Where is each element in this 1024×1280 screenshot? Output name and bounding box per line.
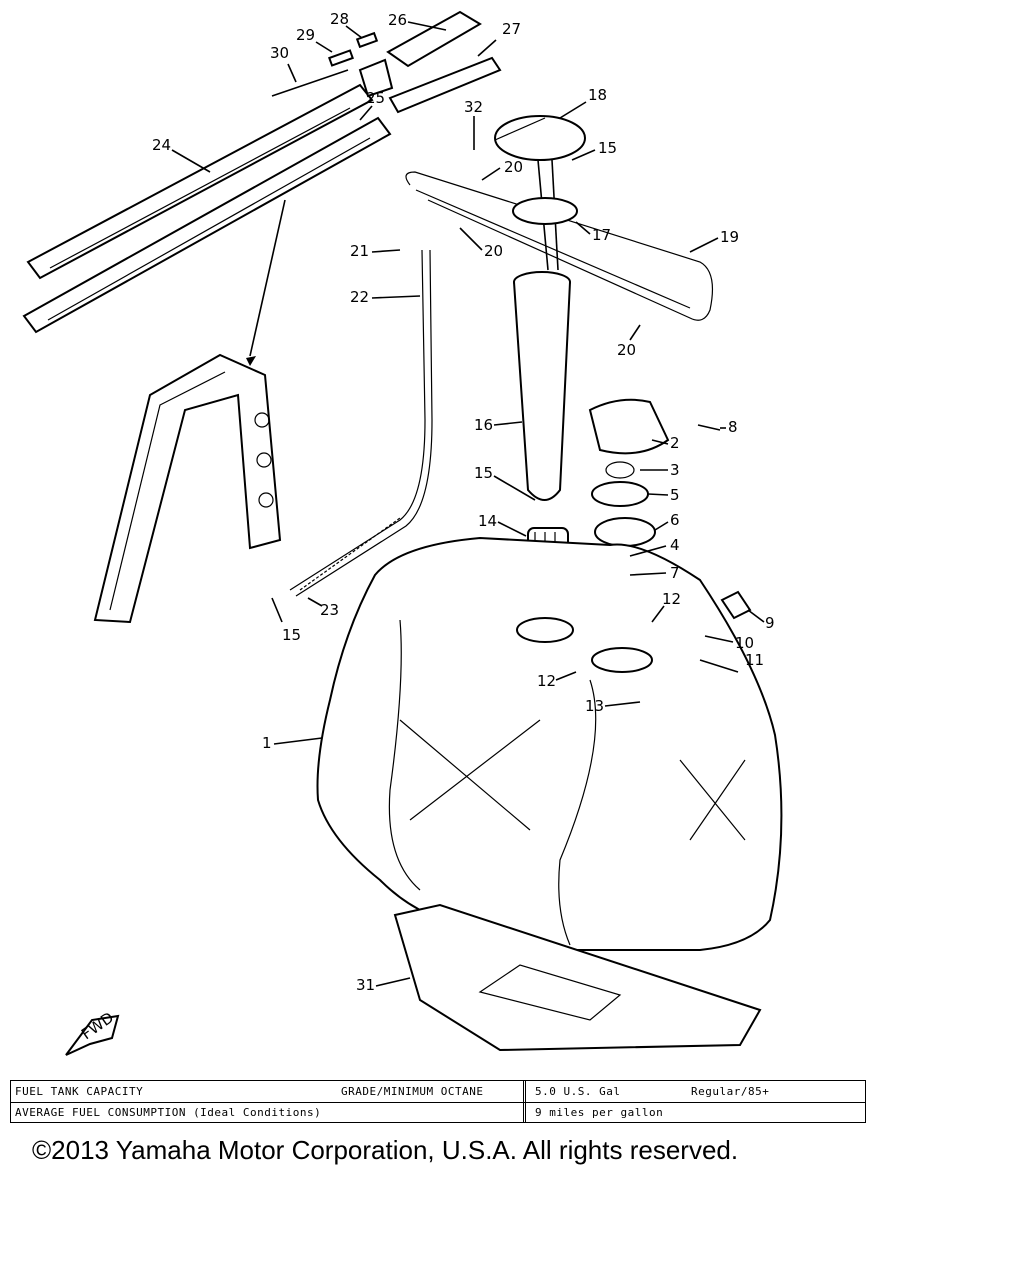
callout-11: 11	[745, 651, 764, 669]
octane-label: GRADE/MINIMUM OCTANE	[341, 1085, 484, 1098]
octane-value: Regular/85+	[691, 1085, 770, 1098]
callout-9: 9	[765, 614, 775, 632]
callout-1: 1	[262, 734, 272, 752]
fwd-arrow: FWD	[65, 1008, 120, 1056]
callout-7: 7	[670, 564, 680, 582]
copyright-notice: ©2013 Yamaha Motor Corporation, U.S.A. A…	[32, 1135, 739, 1165]
callout-20c: 20	[617, 341, 636, 359]
callout-20b: 20	[484, 242, 503, 260]
callout-15b: 15	[598, 139, 617, 157]
capacity-label: FUEL TANK CAPACITY	[15, 1085, 144, 1098]
callout-5: 5	[670, 486, 680, 504]
callout-2: 2	[670, 434, 680, 452]
callout-6: 6	[670, 511, 680, 529]
callout-23: 23	[320, 601, 339, 619]
consumption-value: 9 miles per gallon	[535, 1106, 664, 1119]
capacity-value: 5.0 U.S. Gal	[535, 1085, 621, 1098]
callout-31: 31	[356, 976, 375, 994]
callout-27: 27	[502, 20, 521, 38]
callout-14: 14	[478, 512, 497, 530]
callout-19: 19	[720, 228, 739, 246]
tank-bracket	[93, 353, 282, 624]
callout-12b: 12	[537, 672, 556, 690]
spec-row-consumption: AVERAGE FUEL CONSUMPTION (Ideal Conditio…	[11, 1102, 865, 1123]
callout-29: 29	[296, 26, 315, 44]
fuel-tank	[316, 536, 783, 951]
callout-3: 3	[670, 461, 680, 479]
callout-4: 4	[670, 536, 680, 554]
consumption-label: AVERAGE FUEL CONSUMPTION (Ideal Conditio…	[15, 1106, 322, 1119]
callout-21: 21	[350, 242, 369, 260]
hinge-parts	[271, 10, 482, 97]
callout-15c: 15	[282, 626, 301, 644]
callout-32: 32	[464, 98, 483, 116]
seat-strap-parts	[22, 56, 502, 334]
fuel-spec-table: FUEL TANK CAPACITY GRADE/MINIMUM OCTANE …	[10, 1080, 866, 1123]
callout-28: 28	[330, 10, 349, 28]
fuel-tank-exploded-diagram: FWD 1 2 3 4 5 6 7 8 9 10 11 12 12 13 14 …	[22, 10, 783, 1056]
callout-25: 25	[366, 89, 385, 107]
callout-22: 22	[350, 288, 369, 306]
callout-15a: 15	[474, 464, 493, 482]
callout-8: 8	[728, 418, 738, 436]
callout-10: 10	[735, 634, 754, 652]
callout-13: 13	[585, 697, 604, 715]
callout-17: 17	[592, 226, 611, 244]
callout-16: 16	[474, 416, 493, 434]
callout-30: 30	[270, 44, 289, 62]
callout-24: 24	[152, 136, 171, 154]
callout-12a: 12	[662, 590, 681, 608]
callout-labels: 1 2 3 4 5 6 7 8 9 10 11 12 12 13 14 15 1…	[152, 10, 775, 994]
callout-26: 26	[388, 11, 407, 29]
table-divider	[523, 1081, 526, 1122]
spec-row-capacity: FUEL TANK CAPACITY GRADE/MINIMUM OCTANE …	[11, 1081, 865, 1103]
callout-20a: 20	[504, 158, 523, 176]
callout-18: 18	[588, 86, 607, 104]
